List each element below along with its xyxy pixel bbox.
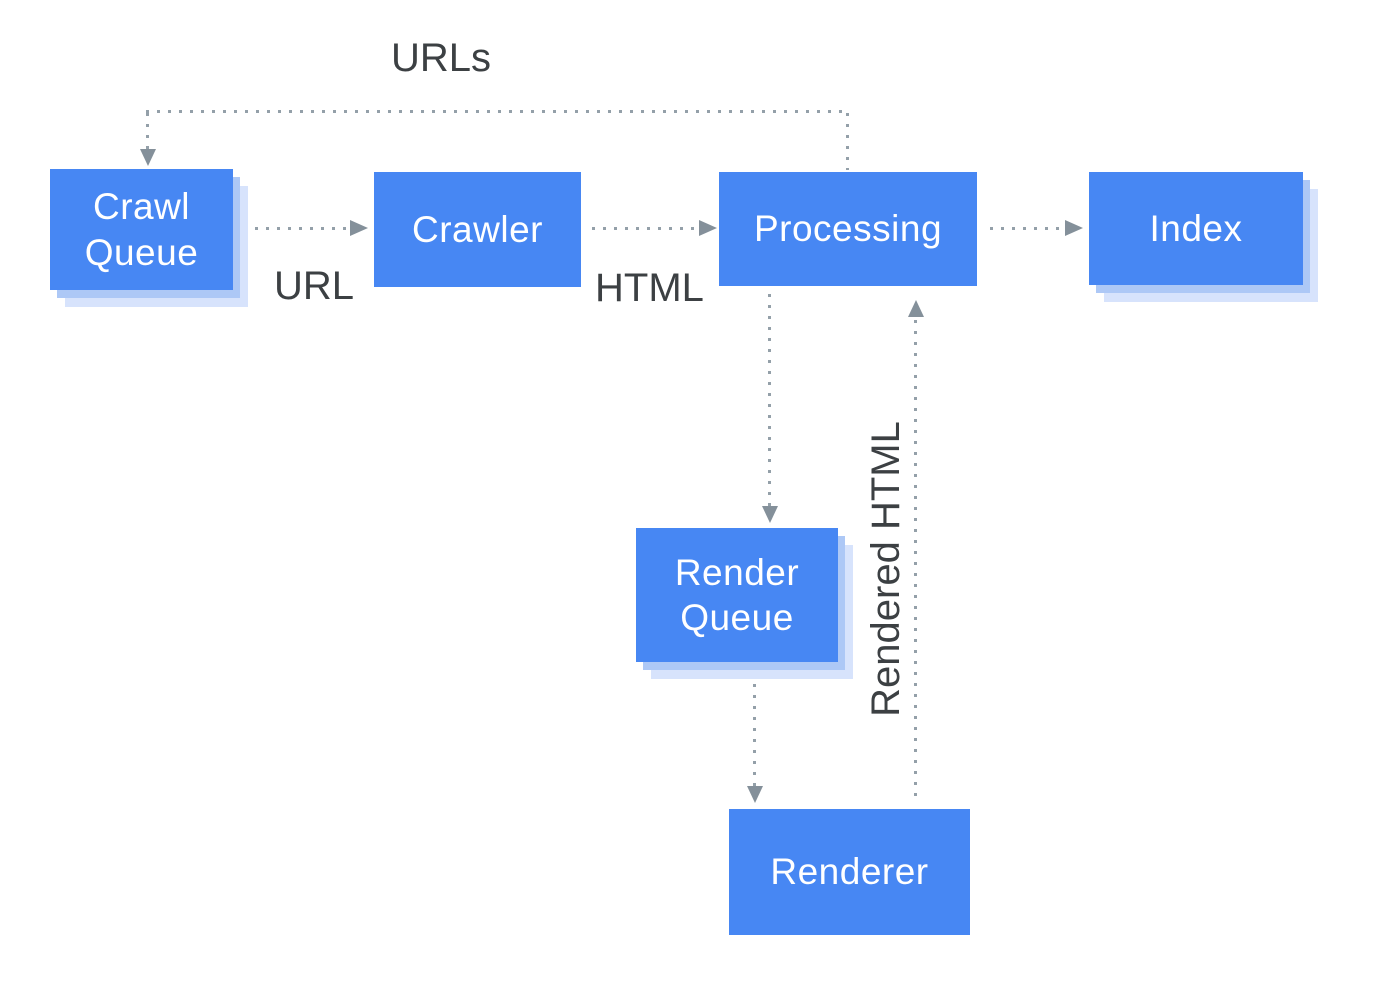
arrowhead-into-processing [699, 220, 717, 236]
node-render-queue-label-line1: Render [674, 551, 800, 593]
arrowhead-into-renderer [747, 786, 763, 803]
connector-renderqueue-to-renderer [753, 684, 756, 786]
arrowhead-into-processing-bottom [908, 300, 924, 317]
node-processing-label: Processing [753, 208, 943, 250]
arrowhead-into-render-queue [762, 506, 778, 523]
connector-renderer-to-processing [914, 320, 917, 798]
node-index-label: Index [1149, 207, 1243, 249]
edge-label-urls: URLs [391, 36, 492, 80]
connector-processing-to-renderqueue [768, 294, 771, 506]
connector-processing-to-crawlqueue-right-riser [846, 113, 849, 170]
connector-processing-to-index [990, 227, 1065, 230]
node-render-queue: Render Queue [636, 528, 838, 662]
node-index: Index [1089, 172, 1303, 285]
connector-processing-to-crawlqueue-left-drop [146, 113, 149, 149]
node-crawl-queue-label-line2: Queue [84, 231, 199, 273]
connector-crawler-to-processing [592, 227, 699, 230]
node-render-queue-label-line2: Queue [680, 597, 794, 638]
node-crawl-queue-label-line1: Crawl [92, 186, 191, 228]
node-renderer-label: Renderer [770, 851, 929, 893]
arrowhead-into-index [1065, 220, 1083, 236]
node-crawl-queue: Crawl Queue [50, 169, 233, 290]
arrowhead-into-crawl-queue [140, 149, 156, 166]
node-processing: Processing [719, 172, 977, 286]
connector-processing-to-crawlqueue-top [146, 110, 850, 113]
connector-crawlqueue-to-crawler [244, 227, 350, 230]
node-crawler-label: Crawler [412, 208, 543, 250]
node-crawler: Crawler [374, 172, 581, 287]
edge-label-url: URL [274, 264, 355, 308]
node-renderer: Renderer [729, 809, 970, 935]
edge-label-rendered-html: Rendered HTML [863, 421, 908, 717]
edge-label-html: HTML [595, 266, 704, 310]
arrowhead-into-crawler [350, 220, 368, 236]
